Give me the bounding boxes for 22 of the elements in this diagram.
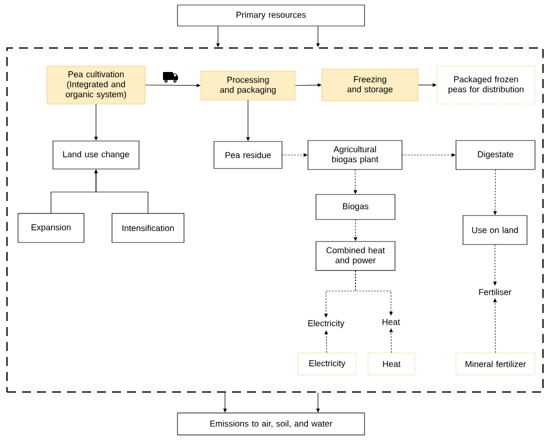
output-box: Electricity	[298, 352, 356, 376]
process-box: Emissions to air, soil, and water	[177, 412, 365, 436]
system-boundary	[6, 47, 544, 393]
output-box: Mineral fertilizer	[456, 352, 536, 376]
process-box: Primary resources	[177, 4, 365, 26]
process-box: Intensification	[112, 213, 184, 243]
process-box: Agricultural biogas plant	[308, 140, 402, 170]
process-box: Biogas	[316, 194, 396, 220]
process-box: Processing and packaging	[200, 70, 296, 100]
process-box: Expansion	[18, 213, 84, 243]
flow-label: Fertiliser	[479, 288, 512, 296]
process-box: Freezing and storage	[322, 68, 418, 102]
flow-label: Heat	[382, 319, 400, 325]
process-box: Pea cultivation (Integrated and organic system)	[46, 66, 146, 104]
process-box: Land use change	[52, 140, 140, 170]
process-box: Combined heat and power	[316, 241, 396, 271]
flow-label: Electricity	[308, 320, 344, 328]
process-box: Digestate	[456, 140, 536, 170]
process-box: Pea residue	[214, 141, 282, 169]
output-box: Heat	[368, 352, 416, 376]
process-box: Use on land	[462, 215, 528, 245]
output-box: Packaged frozen peas for distribution	[436, 66, 536, 104]
